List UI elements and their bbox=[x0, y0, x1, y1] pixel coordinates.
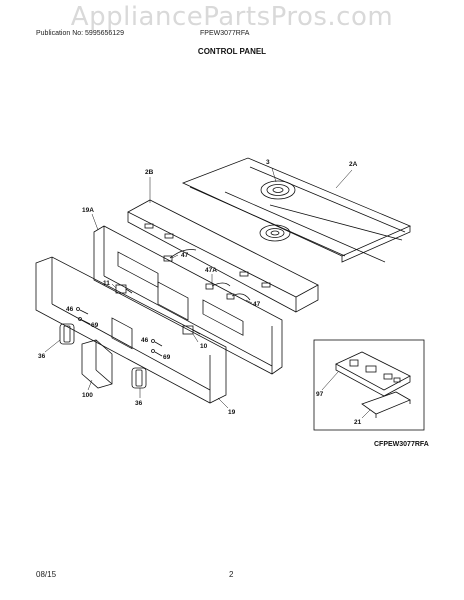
model-number: FPEW3077RFA bbox=[200, 30, 250, 37]
switch-10 bbox=[182, 325, 201, 335]
top-panel bbox=[181, 157, 412, 263]
vent-lower bbox=[259, 224, 291, 242]
label-part-100: 100 bbox=[82, 392, 93, 399]
control-board bbox=[335, 351, 411, 397]
vent-upper bbox=[260, 180, 296, 200]
label-part-47a: 47A bbox=[205, 267, 217, 274]
publication-number: Publication No: 5995656129 bbox=[36, 30, 124, 37]
label-part-2a: 2A bbox=[349, 161, 358, 168]
knob-left bbox=[59, 323, 75, 345]
screws-mid bbox=[151, 339, 163, 357]
label-part-36: 36 bbox=[38, 353, 46, 360]
wire-harness-47-lower bbox=[226, 293, 251, 301]
label-part-47: 47 bbox=[181, 252, 189, 259]
label-part-11: 11 bbox=[103, 280, 110, 287]
label-part-2b: 2B bbox=[145, 169, 154, 176]
label-part-3: 3 bbox=[266, 159, 270, 166]
label-part-19: 19 bbox=[228, 409, 236, 416]
knob-bottom bbox=[131, 367, 147, 389]
inset-box bbox=[313, 339, 425, 431]
touch-module bbox=[81, 339, 113, 389]
label-part-21: 21 bbox=[354, 419, 362, 426]
watermark: AppliancePartsPros.com bbox=[70, 2, 394, 32]
switch-11 bbox=[115, 284, 133, 294]
label-part-47-lower: 47 bbox=[253, 301, 261, 308]
trim-bracket bbox=[127, 199, 319, 313]
inner-control-panel bbox=[93, 225, 283, 375]
label-part-10: 10 bbox=[200, 343, 208, 350]
label-part-19a: 19A bbox=[82, 207, 94, 214]
wire-harness-47a bbox=[205, 282, 231, 290]
label-part-69-mid: 69 bbox=[163, 354, 171, 361]
wire-harness-47 bbox=[163, 249, 197, 262]
control-panel-fascia bbox=[35, 256, 227, 404]
footer-page-number: 2 bbox=[229, 570, 234, 579]
diagram-reference: CFPEW3077RFA bbox=[374, 441, 429, 448]
label-part-36-bottom: 36 bbox=[135, 400, 143, 407]
label-part-69: 69 bbox=[91, 322, 99, 329]
leader-lines bbox=[44, 167, 371, 419]
page-title: CONTROL PANEL bbox=[197, 47, 267, 56]
label-part-46-mid: 46 bbox=[141, 337, 149, 344]
footer-date: 08/15 bbox=[36, 570, 57, 579]
label-part-46: 46 bbox=[66, 306, 74, 313]
board-bracket bbox=[361, 391, 411, 418]
label-part-97: 97 bbox=[316, 391, 324, 398]
screws-left bbox=[76, 307, 91, 325]
